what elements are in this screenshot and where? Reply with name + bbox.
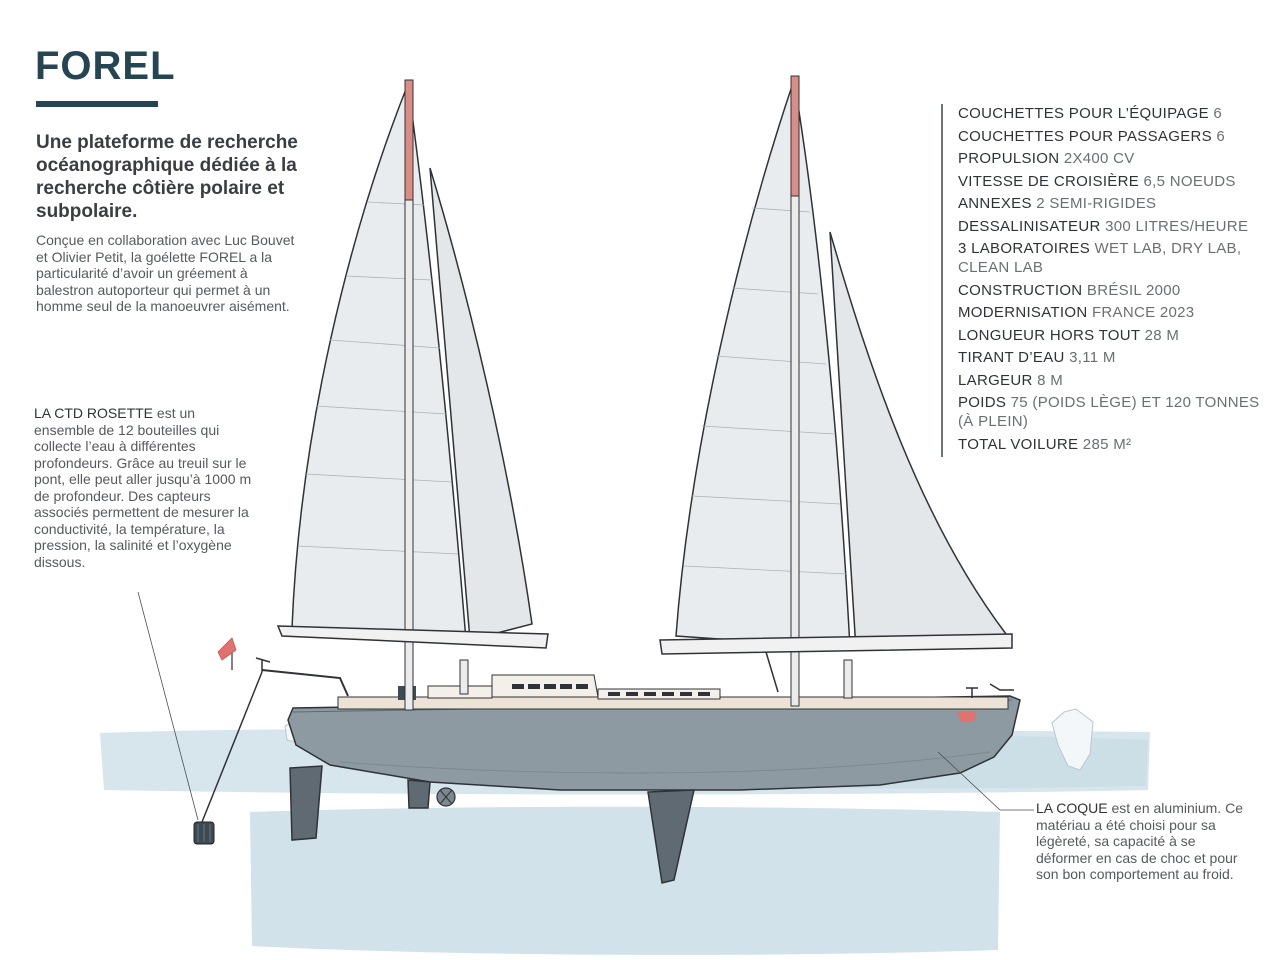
swiss-flag-icon (217, 637, 237, 661)
spec-item: 3 LABORATOIRES WET LAB, DRY LAB, CLEAN L… (958, 240, 1242, 276)
subtitle: Une plateforme de recherche océanographi… (36, 132, 298, 222)
deck (217, 637, 1014, 710)
hull (287, 695, 1021, 884)
ctd-rosette-icon (137, 591, 263, 845)
spec-item: COUCHETTES POUR L’ÉQUIPAGE 6 (958, 105, 1223, 122)
spec-item: VITESSE DE CROISIÈRE 6,5 NOEUDS (958, 172, 1236, 190)
spec-item: MODERNISATION FRANCE 2023 (958, 304, 1195, 321)
spec-item: DESSALINISATEUR 300 LITRES/HEURE (958, 217, 1249, 235)
spec-item: PROPULSION 2X400 CV (958, 150, 1135, 167)
spec-item: LONGUEUR HORS TOUT 28 M (958, 326, 1180, 344)
spec-item: TIRANT D’EAU 3,11 M (958, 349, 1116, 366)
hull-lead: LA COQUE (1036, 800, 1108, 816)
hull-callout: LA COQUE est en aluminium. Ce matériau a… (1036, 800, 1246, 883)
aft-rig (276, 79, 549, 711)
spec-item: LARGEUR 8 M (958, 371, 1063, 389)
fore-rig (659, 75, 1013, 707)
page-title: FOREL (35, 44, 176, 88)
spec-item: ANNEXES 2 SEMI-RIGIDES (958, 195, 1157, 212)
ctd-rosette-lead: LA CTD ROSETTE (34, 405, 154, 421)
hull-leader-line (937, 751, 1034, 811)
title-underline (36, 101, 158, 107)
intro-paragraph: Conçue en collaboration avec Luc Bouvet … (36, 232, 295, 314)
specifications-list: COUCHETTES POUR L’ÉQUIPAGE 6 COUCHETTES … (941, 104, 1270, 457)
hull-text: est en aluminium. Ce matériau a été choi… (1036, 800, 1243, 882)
spec-item: CONSTRUCTION BRÉSIL 2000 (958, 281, 1181, 299)
spec-item: POIDS 75 (POIDS LÈGE) ET 120 TONNES (À P… (958, 394, 1260, 430)
ctd-rosette-text: est un ensemble de 12 bouteilles qui col… (34, 405, 252, 570)
spec-item: TOTAL VOILURE 285 M² (958, 435, 1132, 453)
ctd-rosette-callout: LA CTD ROSETTE est un ensemble de 12 bou… (34, 405, 256, 570)
spec-item: COUCHETTES POUR PASSAGERS 6 (958, 127, 1226, 145)
